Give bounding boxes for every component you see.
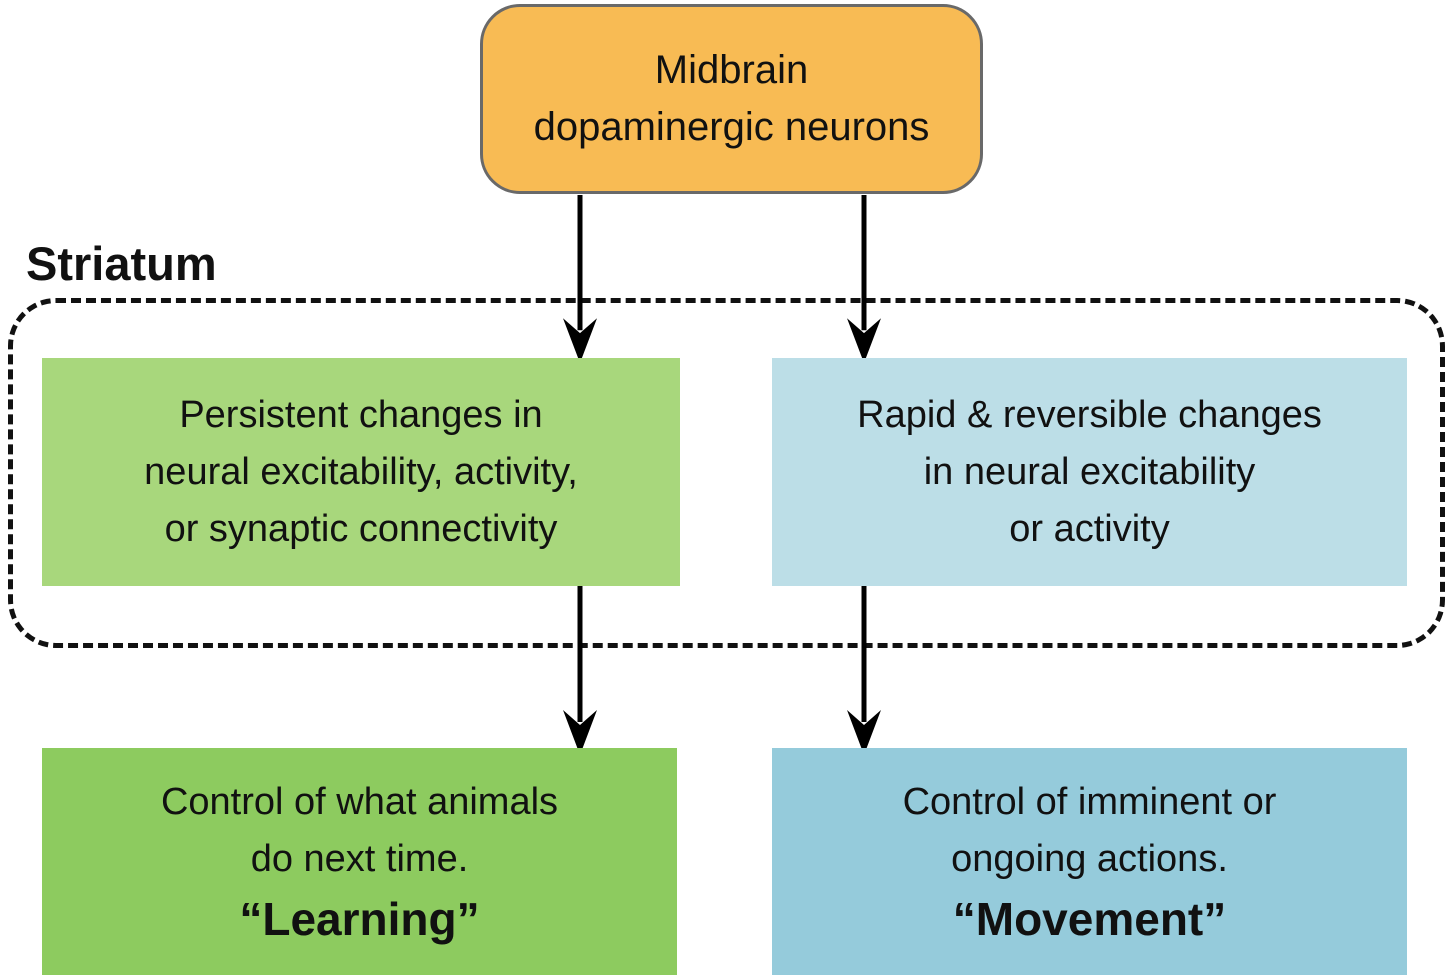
arrow-persistent-changes-to-learning — [563, 586, 597, 757]
learning-outcome-box: Control of what animals do next time. “L… — [42, 748, 677, 975]
striatum-dashed-region — [8, 298, 1445, 648]
rapid-reversible-changes-box: Rapid & reversible changes in neural exc… — [772, 358, 1407, 586]
rapid-changes-line-2: in neural excitability — [923, 450, 1256, 493]
persistent-changes-line-3: or synaptic connectivity — [164, 507, 558, 550]
arrow-rapid-changes-to-movement — [847, 586, 881, 757]
persistent-changes-line-1: Persistent changes in — [179, 393, 543, 436]
learning-line-1: Control of what animals — [160, 780, 559, 823]
persistent-changes-box: Persistent changes in neural excitabilit… — [42, 358, 680, 586]
movement-emphasis: “Movement” — [952, 892, 1227, 945]
rapid-changes-line-1: Rapid & reversible changes — [857, 393, 1322, 436]
movement-outcome-box: Control of imminent or ongoing actions. … — [772, 748, 1407, 975]
arrow-midbrain-to-rapid-changes — [847, 195, 881, 365]
striatum-label: Striatum — [26, 237, 217, 290]
midbrain-node-line-1: Midbrain — [654, 48, 809, 92]
arrow-midbrain-to-persistent-changes — [563, 195, 597, 365]
learning-emphasis: “Learning” — [239, 892, 480, 945]
midbrain-node-line-2: dopaminergic neurons — [533, 105, 930, 149]
rapid-changes-line-3: or activity — [1009, 507, 1170, 550]
movement-line-2: ongoing actions. — [951, 837, 1228, 880]
midbrain-dopaminergic-neurons-node: Midbrain dopaminergic neurons — [480, 4, 983, 194]
movement-line-1: Control of imminent or — [902, 780, 1277, 823]
learning-line-2: do next time. — [250, 837, 469, 880]
persistent-changes-line-2: neural excitability, activity, — [144, 450, 578, 493]
